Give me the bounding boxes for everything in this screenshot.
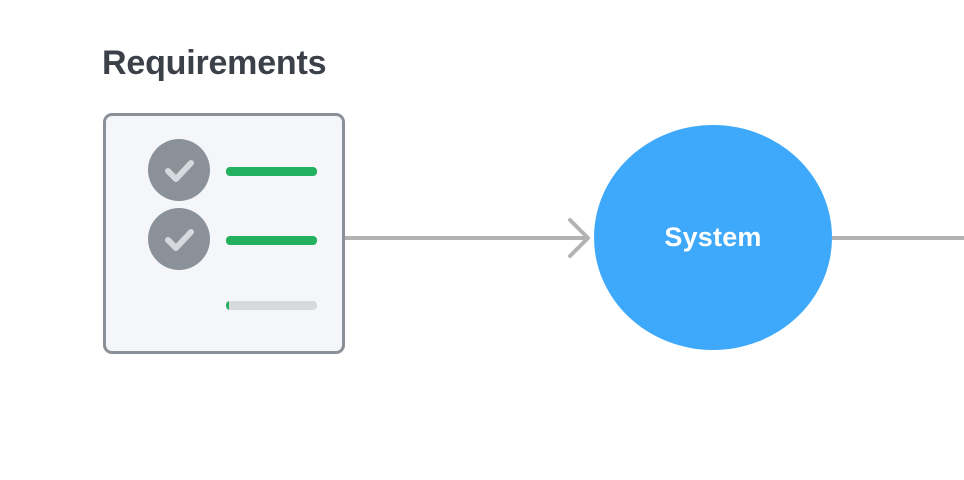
requirement-3-progress-fill <box>226 301 229 310</box>
checkmark-icon <box>165 160 194 182</box>
requirement-3-progress-bar <box>226 301 317 310</box>
system-node: System <box>594 125 832 350</box>
requirement-2-checkmark <box>148 208 210 270</box>
diagram-title: Requirements <box>102 44 327 82</box>
arrow-head-icon <box>568 218 590 258</box>
system-label: System <box>664 222 762 252</box>
requirement-1-progress-bar <box>226 167 317 176</box>
requirement-2-progress-bar <box>226 236 317 245</box>
requirements-card <box>103 113 345 354</box>
checkmark-icon <box>165 229 194 251</box>
requirement-1-checkmark <box>148 139 210 201</box>
